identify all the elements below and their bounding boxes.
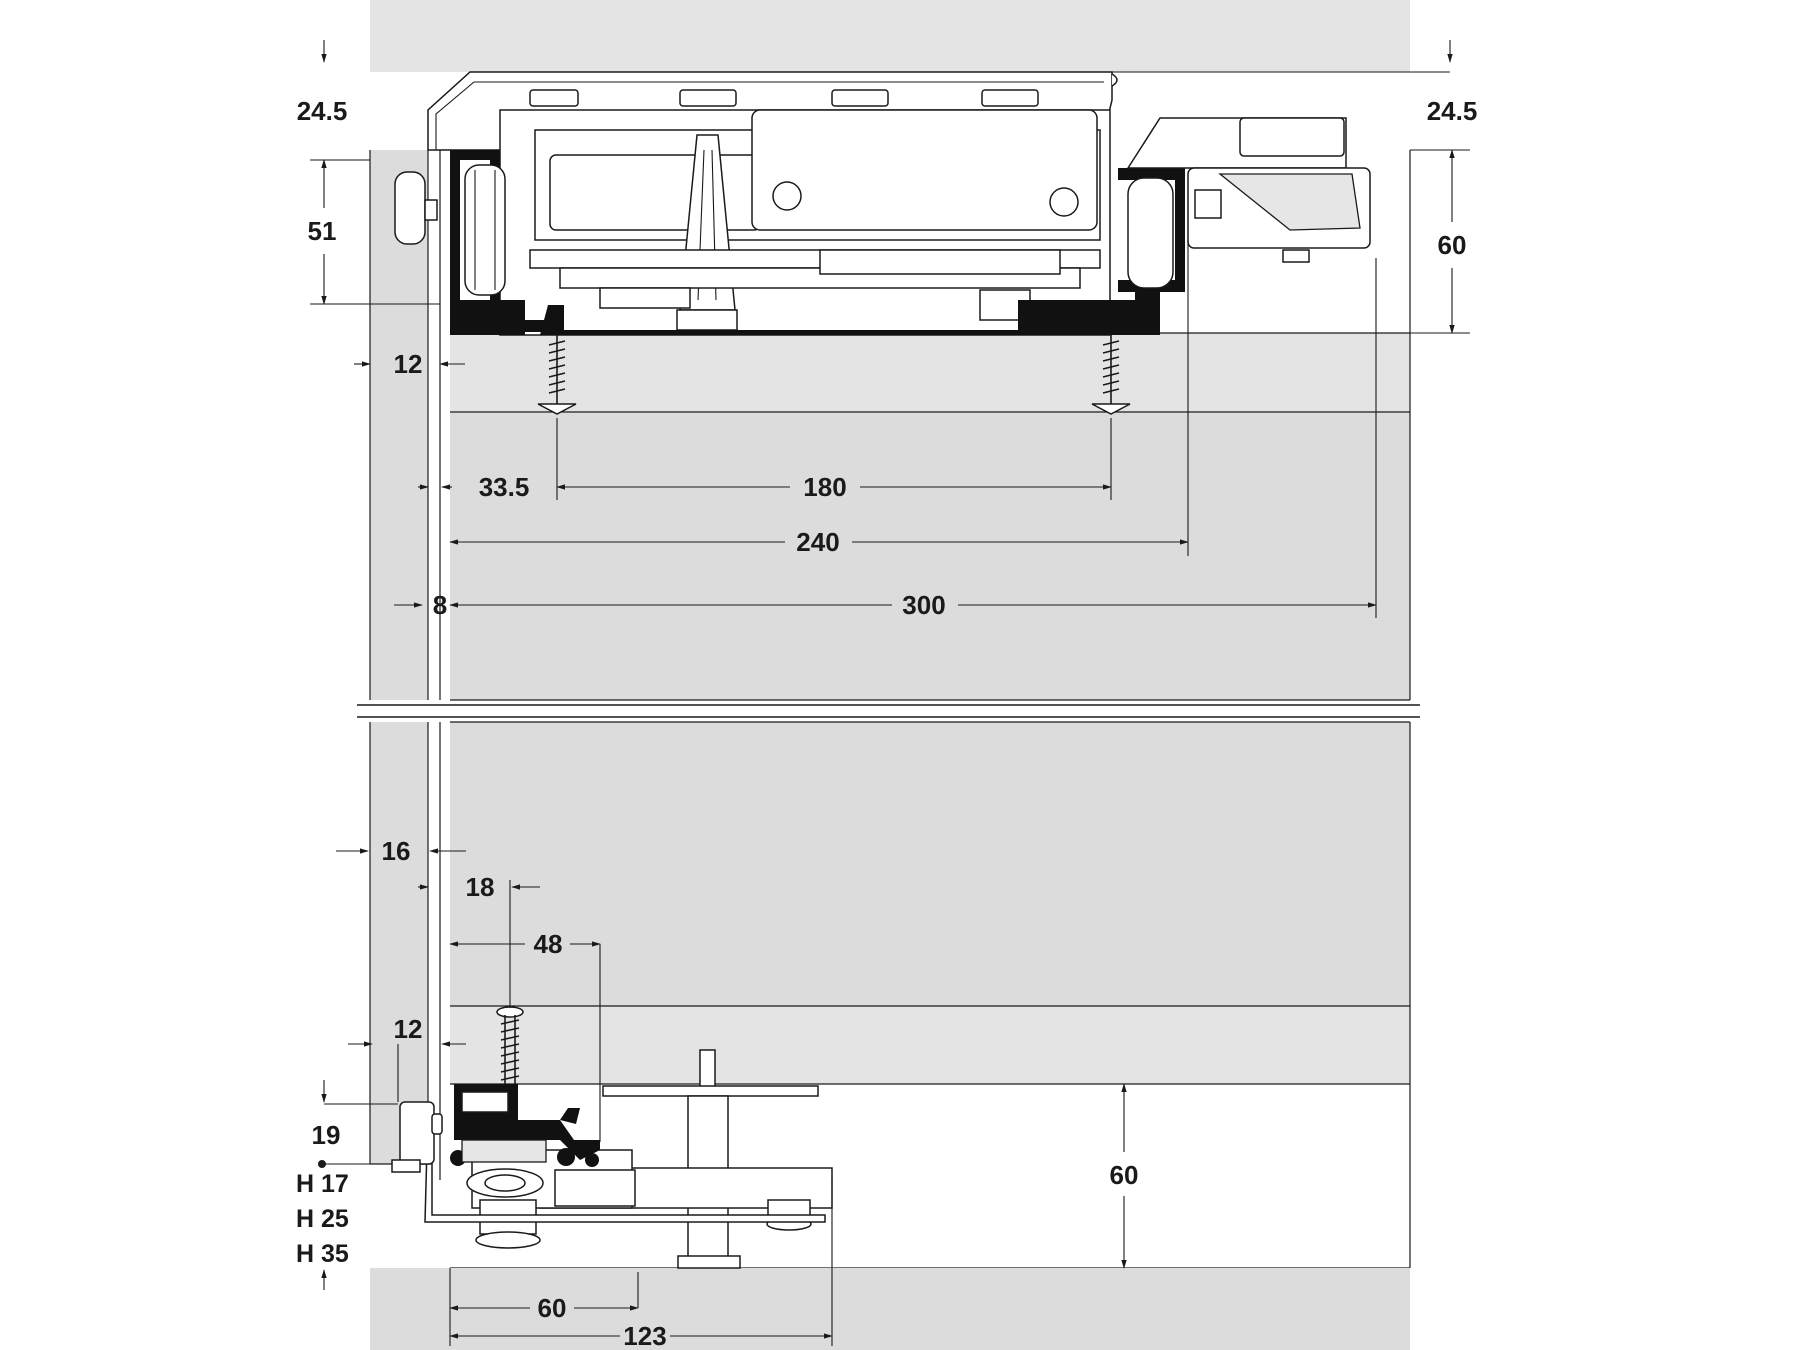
dim-label-51: 51: [308, 216, 337, 246]
dimension-24-5-right: 24.5: [1106, 40, 1477, 126]
dimension-300: 300: [449, 258, 1377, 620]
top-running-gear: [427, 71, 1371, 336]
dimension-8: 8: [394, 590, 447, 620]
height-option-h35: H 35: [296, 1240, 349, 1268]
dim-label-48: 48: [534, 929, 563, 959]
dimension-240: 240: [449, 240, 1189, 557]
dim-label-33-5: 33.5: [479, 472, 530, 502]
dim-label-240: 240: [796, 527, 839, 557]
dimension-60-bottom-horizontal: 60: [449, 1272, 639, 1323]
dimension-19: 19: [312, 1080, 398, 1290]
dimension-48: 48: [449, 929, 601, 1142]
dim-label-60-bottom-vertical: 60: [1110, 1160, 1139, 1190]
dim-label-16: 16: [382, 836, 411, 866]
mounting-screw-right: [1091, 305, 1131, 415]
dim-label-300: 300: [902, 590, 945, 620]
height-option-h17: H 17: [296, 1170, 349, 1198]
dim-label-12-top: 12: [394, 349, 423, 379]
dimension-24-5-left: 24.5: [297, 40, 348, 126]
break-line: [357, 704, 1420, 718]
height-option-h25: H 25: [296, 1205, 349, 1233]
dimension-16: 16: [336, 836, 466, 866]
dimension-123: 123: [449, 1180, 833, 1350]
dim-label-18: 18: [466, 872, 495, 902]
dim-label-60-top: 60: [1438, 230, 1467, 260]
dim-label-123: 123: [623, 1321, 666, 1350]
door-edge-bracket-top: [394, 171, 438, 245]
dim-label-24-5-left: 24.5: [297, 96, 348, 126]
dim-label-180: 180: [803, 472, 846, 502]
bottom-guide: [391, 1006, 833, 1269]
dimension-12-top: 12: [354, 349, 465, 379]
dim-label-24-5-right: 24.5: [1427, 96, 1478, 126]
cabinet-side-panel: [370, 150, 1411, 1350]
dimension-60-top: 60: [1410, 149, 1470, 334]
dim-label-19: 19: [312, 1120, 341, 1150]
mounting-screw-left: [537, 305, 577, 415]
dimension-180: 180: [556, 418, 1112, 502]
dimension-12-bottom: 12: [348, 1014, 466, 1102]
dim-label-12-bottom: 12: [394, 1014, 423, 1044]
dim-label-8: 8: [433, 590, 447, 620]
height-options: H 17 H 25 H 35: [296, 1170, 349, 1268]
dimension-51: 51: [308, 159, 440, 305]
dim-label-60-bottom-horizontal: 60: [538, 1293, 567, 1323]
cabinet-top-panel: [370, 0, 1410, 72]
dimension-60-bottom-vertical: 60: [1110, 1083, 1139, 1269]
dimension-33-5: 33.5: [418, 472, 529, 502]
